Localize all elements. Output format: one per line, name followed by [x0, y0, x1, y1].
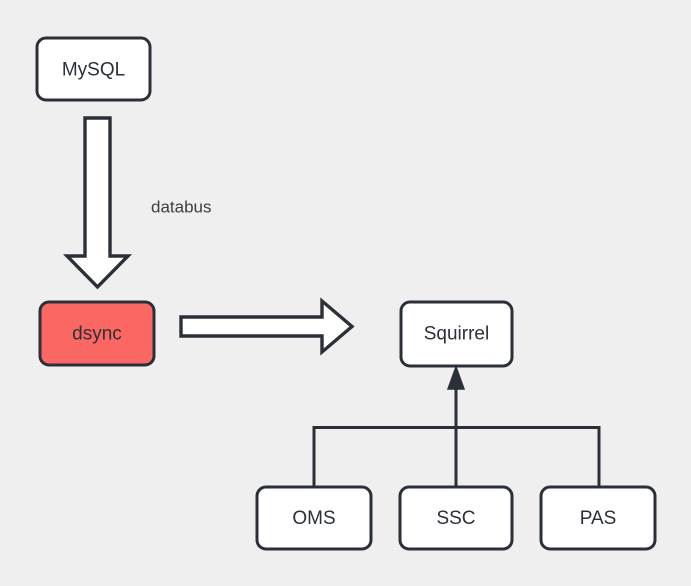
- edge-mysql-to-dsync: [62, 116, 133, 290]
- node-dsync-box[interactable]: [38, 300, 156, 367]
- node-mysql-box[interactable]: [35, 36, 152, 102]
- node-squirrel[interactable]: Squirrel: [399, 300, 514, 368]
- node-oms-label: OMS: [292, 508, 335, 529]
- edge-label-databus: databus: [151, 197, 212, 216]
- node-oms-box[interactable]: [255, 485, 373, 551]
- node-dsync[interactable]: dsync: [38, 300, 156, 367]
- node-ssc[interactable]: SSC: [398, 485, 514, 551]
- node-pas-label: PAS: [580, 508, 617, 529]
- block-arrow-right-shape: [179, 297, 355, 356]
- node-pas[interactable]: PAS: [539, 485, 657, 551]
- node-ssc-box[interactable]: [398, 485, 514, 551]
- node-oms[interactable]: OMS: [255, 485, 373, 551]
- node-mysql-label: MySQL: [62, 60, 125, 81]
- block-arrow-down-shape: [62, 116, 133, 290]
- node-pas-box[interactable]: [539, 485, 657, 551]
- node-dsync-label: dsync: [72, 324, 122, 345]
- edge-dsync-to-squirrel: [179, 297, 355, 356]
- node-mysql[interactable]: MySQL: [35, 36, 152, 102]
- edge-clients-to-squirrel: [312, 364, 601, 488]
- node-squirrel-box[interactable]: [399, 300, 514, 368]
- node-ssc-label: SSC: [436, 508, 475, 529]
- arrowhead-into-squirrel: [446, 364, 466, 390]
- node-squirrel-label: Squirrel: [424, 324, 489, 345]
